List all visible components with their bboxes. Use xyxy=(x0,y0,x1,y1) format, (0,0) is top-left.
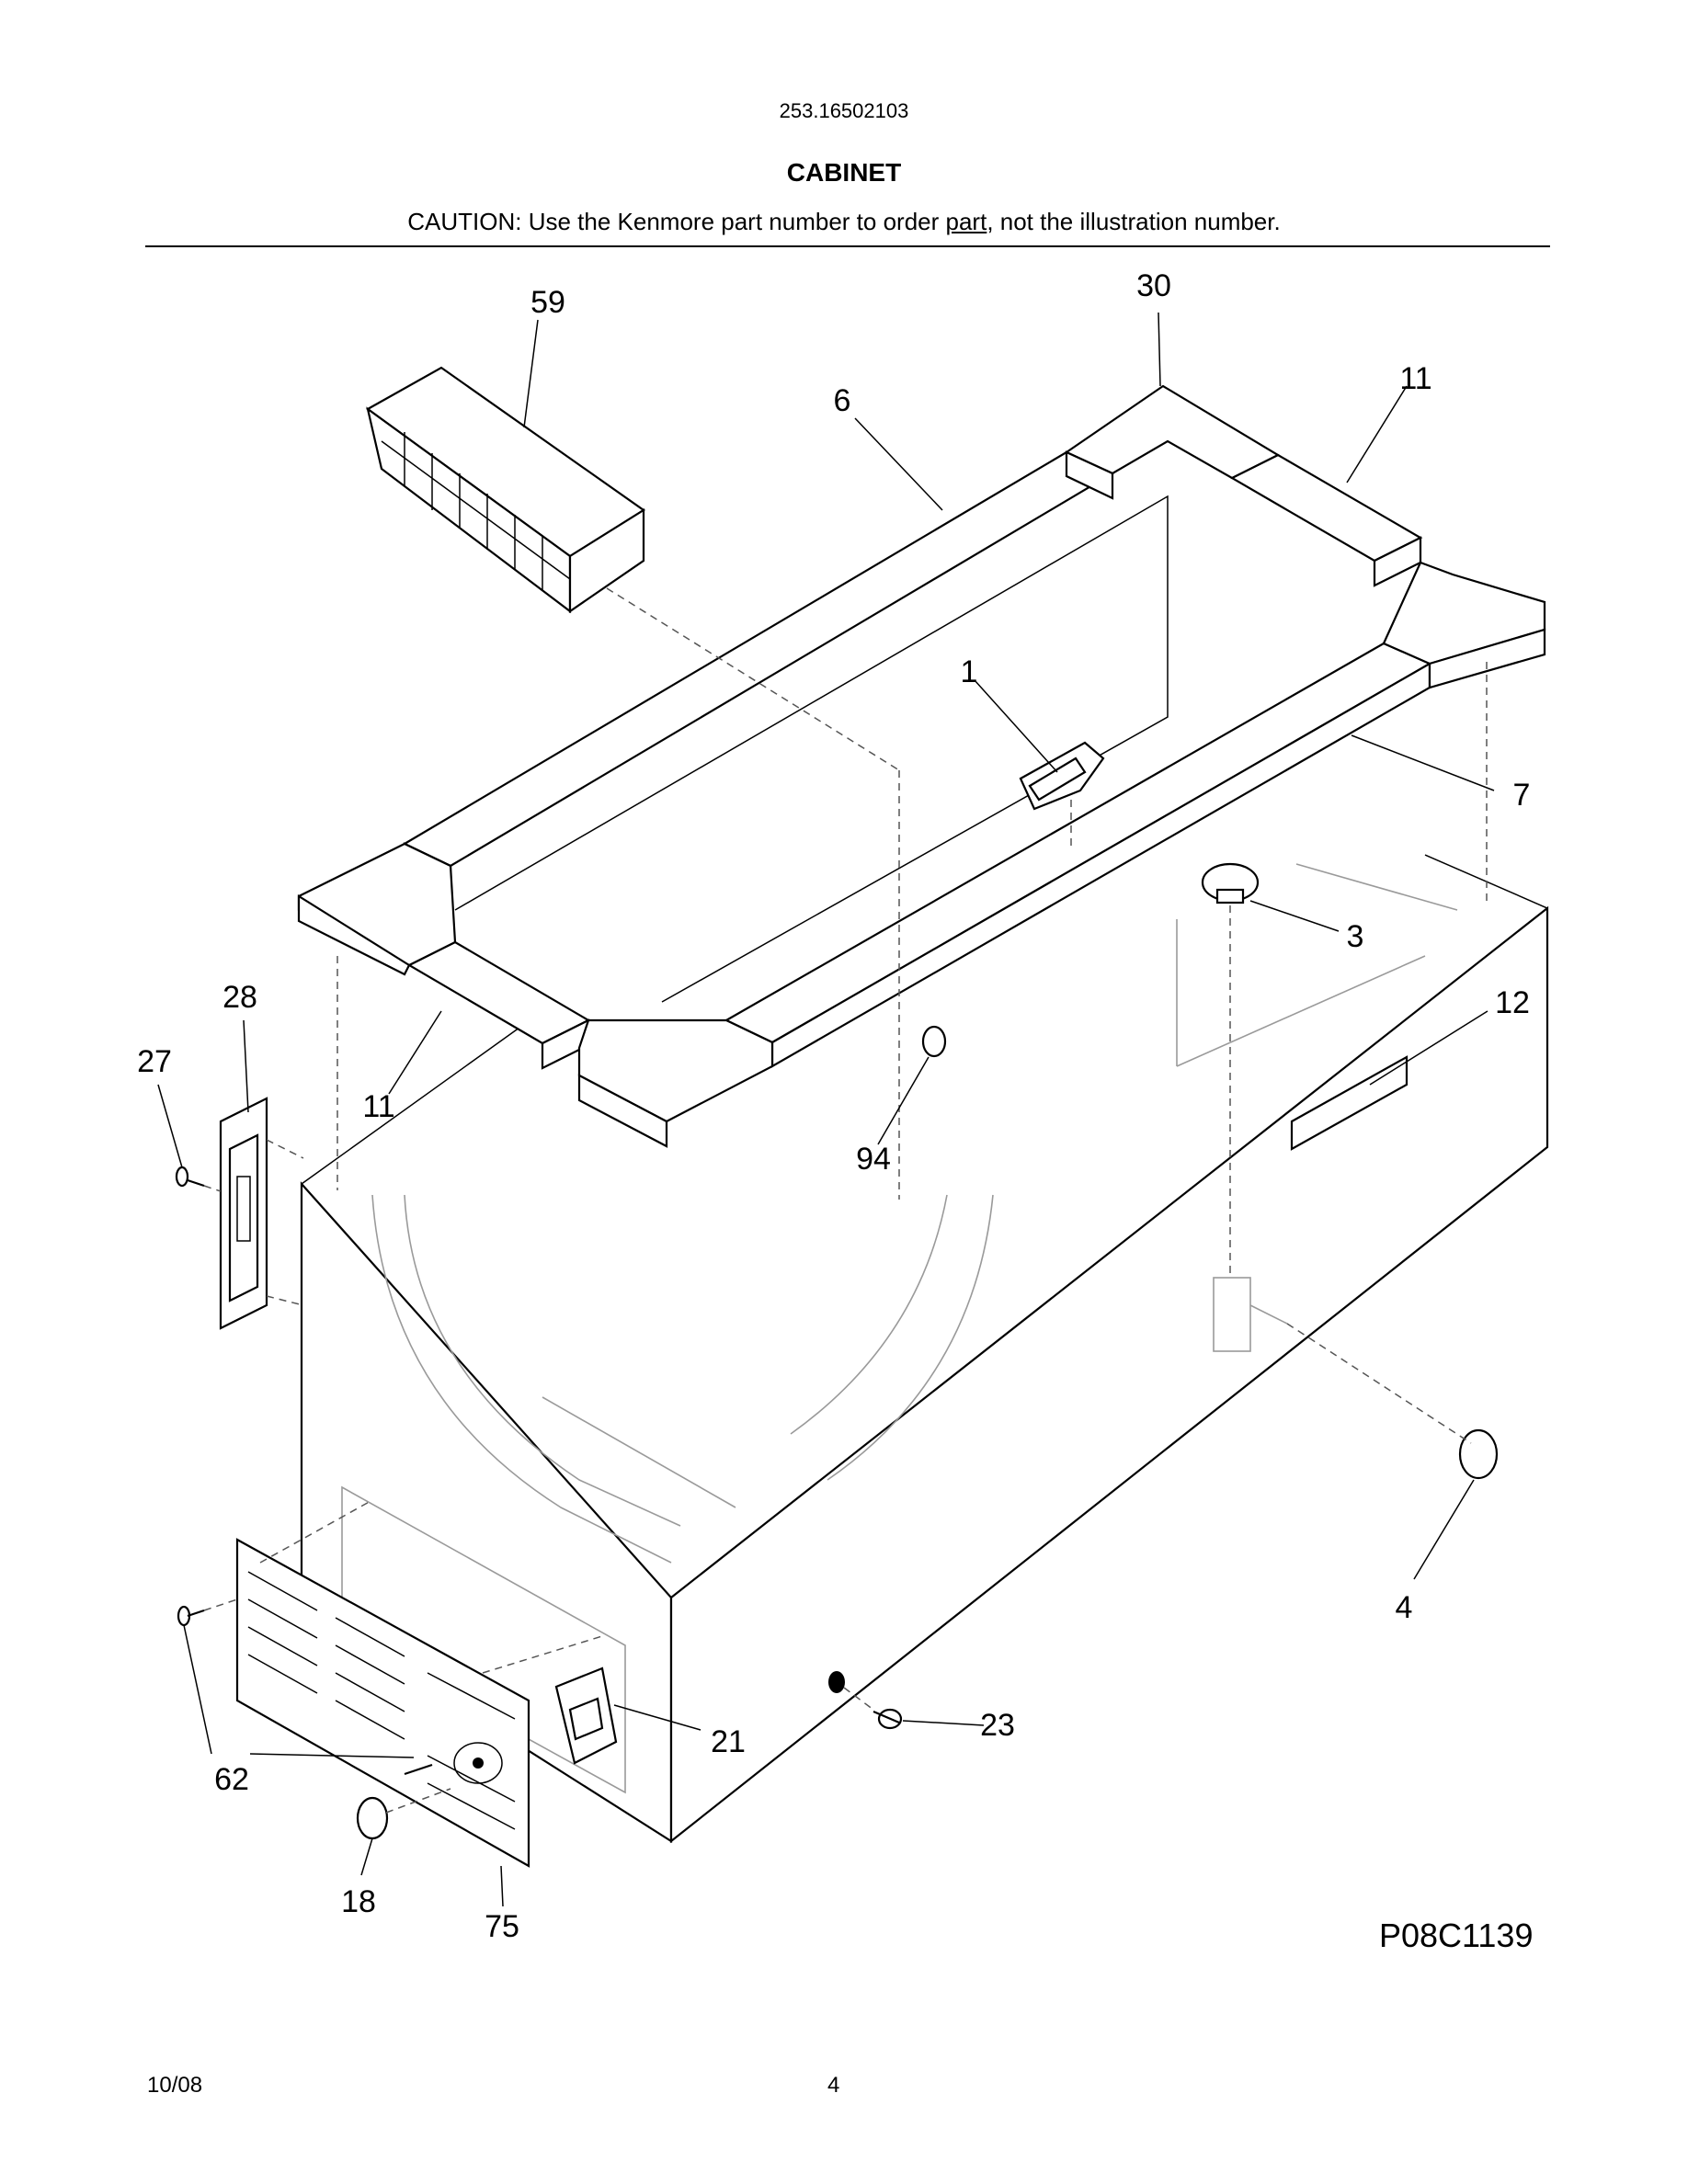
storage-basket xyxy=(365,366,645,614)
callout-7: 7 xyxy=(1513,778,1531,813)
handle-lock-1 xyxy=(1019,741,1105,811)
plug-button-94 xyxy=(921,1025,947,1058)
leader-lines xyxy=(157,312,1495,1907)
callout-30: 30 xyxy=(1136,268,1171,303)
callout-1: 1 xyxy=(961,654,978,689)
caution-prefix: CAUTION: Use the Kenmore part number to … xyxy=(407,208,946,235)
callout-11-bottom: 11 xyxy=(362,1089,394,1124)
caution-note: CAUTION: Use the Kenmore part number to … xyxy=(0,208,1688,236)
section-title: CABINET xyxy=(786,158,902,187)
grille-knob-18 xyxy=(356,1796,389,1840)
drain-tube-ghost xyxy=(1213,1277,1288,1352)
figure-id: P08C1139 xyxy=(1379,1917,1534,1954)
callout-75: 75 xyxy=(485,1909,519,1944)
callout-23: 23 xyxy=(980,1708,1015,1743)
drain-cap-4 xyxy=(1458,1428,1499,1480)
callout-6: 6 xyxy=(834,383,851,418)
hinge-assembly-28 xyxy=(219,1097,268,1330)
callout-21: 21 xyxy=(711,1724,746,1759)
relay-bracket-21 xyxy=(554,1666,618,1765)
callout-62: 62 xyxy=(214,1762,249,1797)
assembly-guide-lines xyxy=(203,587,1488,1814)
footer-date: 10/08 xyxy=(147,2073,203,2098)
breaker-frame xyxy=(297,384,1546,1148)
toe-grille-75 xyxy=(235,1538,530,1868)
callout-27: 27 xyxy=(137,1044,172,1079)
callout-3: 3 xyxy=(1347,919,1364,954)
caution-underlined-word: part xyxy=(945,208,987,235)
callout-59: 59 xyxy=(530,285,565,320)
callout-18: 18 xyxy=(341,1884,376,1919)
page-number: 4 xyxy=(827,2073,840,2098)
callout-labels: 59 30 11 6 1 7 3 12 28 27 11 94 4 21 23 … xyxy=(137,268,1530,1944)
power-cord-grommet-23 xyxy=(828,1671,903,1730)
drain-plug-3 xyxy=(1201,862,1260,904)
callout-11-top: 11 xyxy=(1399,361,1431,396)
callout-4: 4 xyxy=(1396,1590,1413,1625)
model-number: 253.16502103 xyxy=(779,99,909,122)
caution-suffix: , not the illustration number. xyxy=(987,208,1281,235)
callout-28: 28 xyxy=(222,980,257,1015)
callout-94: 94 xyxy=(856,1142,891,1177)
screw-27 xyxy=(175,1166,205,1188)
callout-12: 12 xyxy=(1495,985,1530,1020)
header-rule xyxy=(145,245,1550,247)
